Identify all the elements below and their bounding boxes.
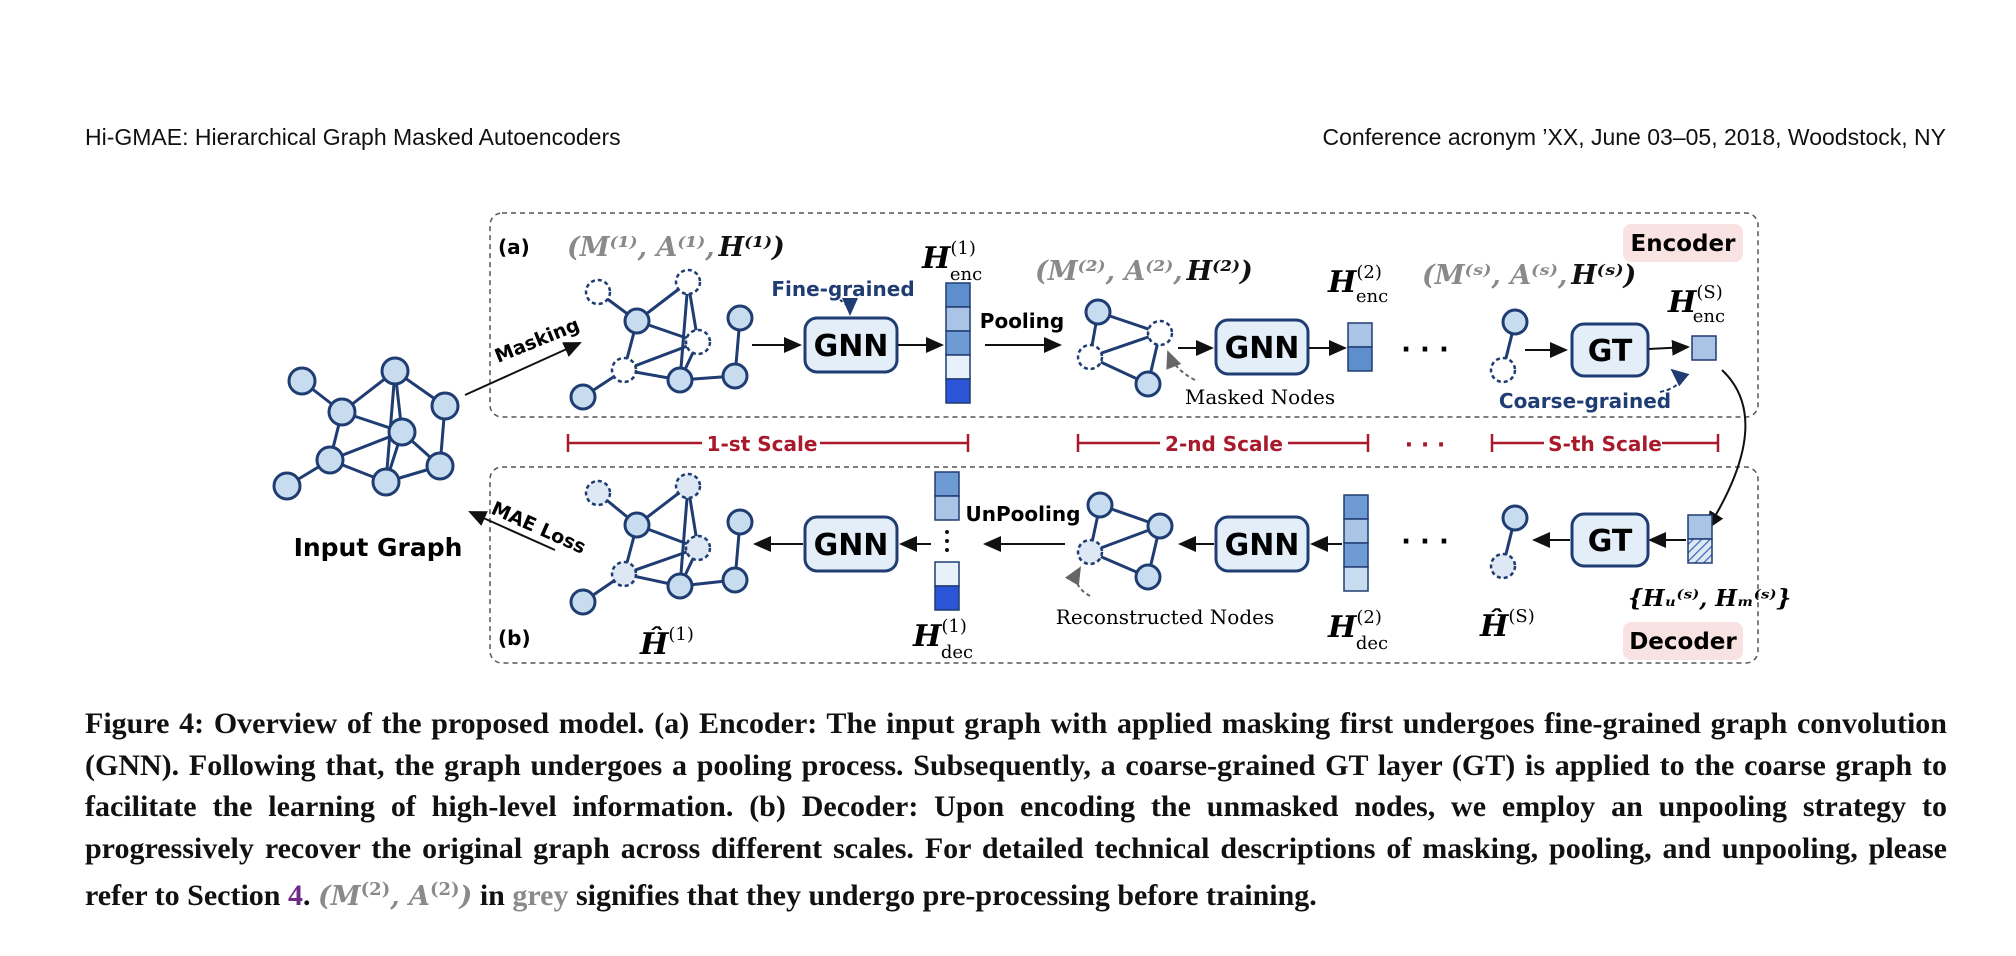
encoder-graph-1-nodes: [569, 304, 754, 411]
masked-nodes-arrow: [1166, 350, 1196, 381]
decoder-badge: Decoder: [1629, 629, 1737, 655]
caption-math: (M(2), A(2)): [317, 879, 473, 912]
decoder-panel: [489, 466, 1759, 664]
input-graph-nodes: [272, 356, 460, 501]
running-header-title: Hi-GMAE: Hierarchical Graph Masked Autoe…: [85, 124, 621, 150]
ellipsis-dec: · · ·: [1401, 527, 1449, 557]
scale-2-label: 2-nd Scale: [1165, 432, 1283, 456]
h-enc-2-label: H(2)enc: [1327, 262, 1388, 307]
gnn-label-enc-2: GNN: [1225, 331, 1300, 366]
encoder-to-decoder-arrow: [1706, 369, 1747, 530]
masked-nodes-2: [1076, 319, 1174, 371]
ms-tuple: (M⁽ˢ⁾, A⁽ˢ⁾,H⁽ˢ⁾): [1422, 260, 1636, 291]
pooling-label: Pooling: [980, 309, 1064, 333]
gnn-label-dec-2: GNN: [1225, 528, 1300, 563]
h-dec-2-label: H(2)dec: [1327, 607, 1388, 654]
input-graph-label: Input Graph: [294, 533, 463, 562]
enc-graph-s-masked-node: [1489, 356, 1517, 384]
decoder-badge-bg: [1623, 622, 1743, 660]
mae-loss-label: MAE Loss: [488, 497, 589, 558]
enc-graph-s-node: [1501, 308, 1529, 336]
coarse-grained-label: Coarse-grained: [1499, 389, 1671, 413]
encoder-badge-bg: [1623, 224, 1743, 262]
h-dec-1-vector: [934, 471, 960, 611]
gnn-box-enc-1: [803, 316, 899, 374]
caption-section-ref[interactable]: 4: [287, 879, 303, 912]
decoder-graph-1-nodes: [569, 508, 754, 616]
fine-grained-arrow: [839, 297, 858, 316]
gt-label-enc: GT: [1588, 334, 1633, 369]
h-enc-s-label: H(S)enc: [1667, 282, 1725, 327]
masking-arrow: [464, 342, 582, 396]
figure-caption: Figure 4: Overview of the proposed model…: [85, 703, 1947, 918]
h-u-h-m-vector: [1687, 514, 1713, 564]
m1-tuple: (M⁽¹⁾, A⁽¹⁾,H⁽¹⁾): [567, 232, 785, 263]
h-dec-2-vector: [1343, 494, 1369, 592]
scale-1-label-bg: [702, 430, 820, 456]
scale-2-label-bg: [1160, 430, 1288, 456]
h-dec-1-vdots: [945, 530, 949, 552]
m2-tuple: (M⁽²⁾, A⁽²⁾,H⁽²⁾): [1035, 256, 1253, 287]
gt-box-enc: [1570, 322, 1650, 378]
h-enc-1-vector: [945, 282, 971, 404]
reconstructed-node-2: [1076, 538, 1104, 566]
reconstructed-nodes-label: Reconstructed Nodes: [1056, 605, 1274, 629]
dec-graph-s-recon-node: [1489, 552, 1517, 580]
decoder-graph-2-nodes: [1086, 491, 1174, 591]
gnn-label-enc-1: GNN: [814, 329, 889, 364]
unpooling-label: UnPooling: [966, 502, 1081, 526]
gt-label-dec: GT: [1588, 524, 1633, 559]
scale-ellipsis: · · ·: [1405, 433, 1445, 458]
h-enc-2-vector: [1347, 322, 1373, 372]
caption-in: in: [479, 879, 505, 912]
gt-box-dec: [1570, 512, 1650, 568]
h-u-h-m-label: {Hᵤ⁽ˢ⁾, Hₘ⁽ˢ⁾}: [1628, 585, 1791, 612]
masked-nodes-1: [584, 268, 712, 384]
scale-s-label: S-th Scale: [1548, 432, 1662, 456]
caption-grey-word: grey: [512, 879, 569, 912]
h-enc-1-label: H(1)enc: [921, 238, 982, 285]
panel-a-label: (a): [498, 235, 530, 259]
h-hat-1-label: Ĥ(1): [639, 624, 694, 662]
reconstructed-nodes-1: [584, 472, 712, 588]
ellipsis-enc: · · ·: [1401, 335, 1449, 365]
reconstructed-nodes-arrow: [1064, 566, 1091, 597]
gnn-box-dec-2: [1214, 515, 1310, 573]
caption-after-ref: .: [302, 879, 311, 912]
encoder-panel: [489, 212, 1759, 418]
fine-grained-label: Fine-grained: [771, 277, 914, 301]
dec-graph-s-node: [1501, 504, 1529, 532]
running-header-venue: Conference acronym ’XX, June 03–05, 2018…: [1322, 124, 1946, 150]
h-dec-1-label: H(1)dec: [912, 616, 973, 663]
mae-loss-arrow: [468, 511, 556, 551]
scale-s-label-bg: [1544, 430, 1662, 456]
masking-label: Masking: [492, 314, 583, 368]
h-enc-s-vector: [1691, 335, 1717, 361]
masked-nodes-label: Masked Nodes: [1185, 385, 1335, 409]
h-hat-s-label: Ĥ(S): [1479, 606, 1535, 644]
decoder-graph-1: [582, 484, 742, 604]
panel-b-label: (b): [498, 626, 531, 650]
caption-main: Figure 4: Overview of the proposed model…: [85, 707, 1947, 912]
gnn-box-dec-1: [803, 515, 899, 573]
scale-1-label: 1-st Scale: [707, 432, 818, 456]
model-overview-figure: (a) (b) Encoder Decoder Input Graph Mask…: [272, 212, 1791, 664]
encoder-graph-2-nodes: [1084, 298, 1162, 398]
encoder-badge: Encoder: [1631, 231, 1737, 257]
gnn-label-dec-1: GNN: [814, 528, 889, 563]
caption-tail: signifies that they undergo pre-processi…: [575, 879, 1317, 912]
gnn-box-enc-2: [1214, 318, 1310, 376]
arrow-gt-hencs: [1648, 339, 1690, 356]
